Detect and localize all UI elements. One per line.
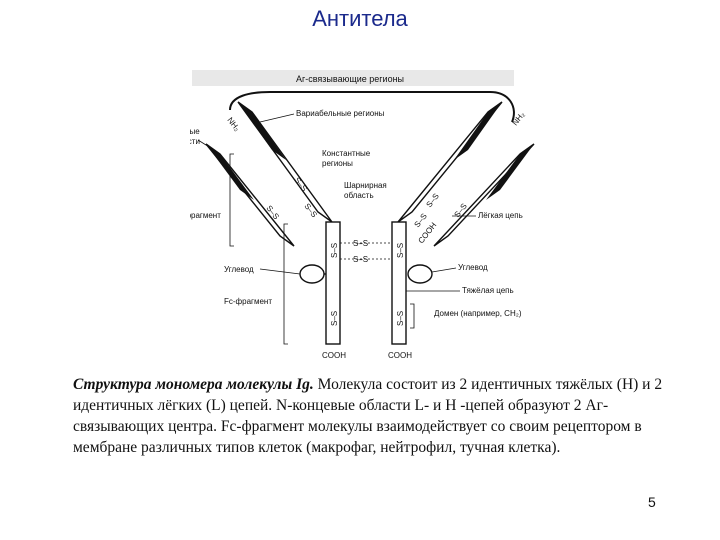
- ag-binding-bracket: [229, 91, 515, 123]
- carbohydrate-right: [407, 264, 433, 284]
- ss-bond-hinge-2: S–S: [353, 255, 368, 264]
- domain-label: Домен (например, CH₂): [434, 309, 522, 318]
- hinge-label-2: область: [344, 191, 374, 200]
- ss-bond-fc-right-1: S–S: [396, 243, 405, 258]
- ag-binding-band: [192, 70, 514, 86]
- carbohydrate-right-label: Углевод: [458, 263, 488, 272]
- caption-text: Молекула состоит из 2 идентичных тяжёлых…: [73, 376, 663, 456]
- constant-regions-label-2: регионы: [322, 159, 353, 168]
- caption-heading: Структура мономера молекулы Ig.: [73, 376, 314, 393]
- hinge-label-1: Шарнирная: [344, 181, 387, 190]
- cooh-left-label: COOH: [322, 351, 346, 360]
- cooh-right-label: COOH: [388, 351, 412, 360]
- antibody-svg: Аг-связывающие регионы NH₂ S–S S–S S–S N…: [190, 70, 535, 360]
- carbohydrate-left: [299, 264, 325, 284]
- antibody-diagram: Аг-связывающие регионы NH₂ S–S S–S S–S N…: [190, 68, 540, 364]
- constant-regions-label-1: Константные: [322, 149, 371, 158]
- nh2-right-label: NH₂: [510, 110, 526, 127]
- heavy-chain-label: Тяжёлая цепь: [462, 286, 514, 295]
- caption: Структура мономера молекулы Ig. Молекула…: [73, 374, 673, 458]
- ss-bond-fc-left-1: S–S: [330, 243, 339, 258]
- hypervariable-label-2: области: [190, 137, 200, 146]
- carbohydrate-left-label: Углевод: [224, 265, 254, 274]
- fc-right-heavy-chain: [391, 221, 407, 345]
- left-heavy-chain: [237, 101, 333, 223]
- fc-fragment-label: Fc-фрагмент: [224, 297, 272, 306]
- variable-regions-label: Вариабельные регионы: [296, 109, 385, 118]
- light-chain-label: Лёгкая цепь: [478, 211, 523, 220]
- slide-title: Антитела: [312, 6, 408, 31]
- fab-fragment-label: Fab-фрагмент: [190, 211, 221, 220]
- ss-bond-fc-left-2: S–S: [330, 311, 339, 326]
- ss-bond-hinge-1: S–S: [353, 239, 368, 248]
- hypervariable-label-1: Гипервариабельные: [190, 127, 200, 136]
- right-light-chain: [433, 143, 535, 247]
- ss-bond-fc-right-2: S–S: [396, 311, 405, 326]
- ag-binding-label: Аг-связывающие регионы: [296, 74, 404, 84]
- page-number: 5: [648, 494, 656, 510]
- right-heavy-chain: [397, 101, 503, 223]
- nh2-left-label: NH₂: [225, 116, 241, 133]
- fc-left-heavy-chain: [325, 221, 341, 345]
